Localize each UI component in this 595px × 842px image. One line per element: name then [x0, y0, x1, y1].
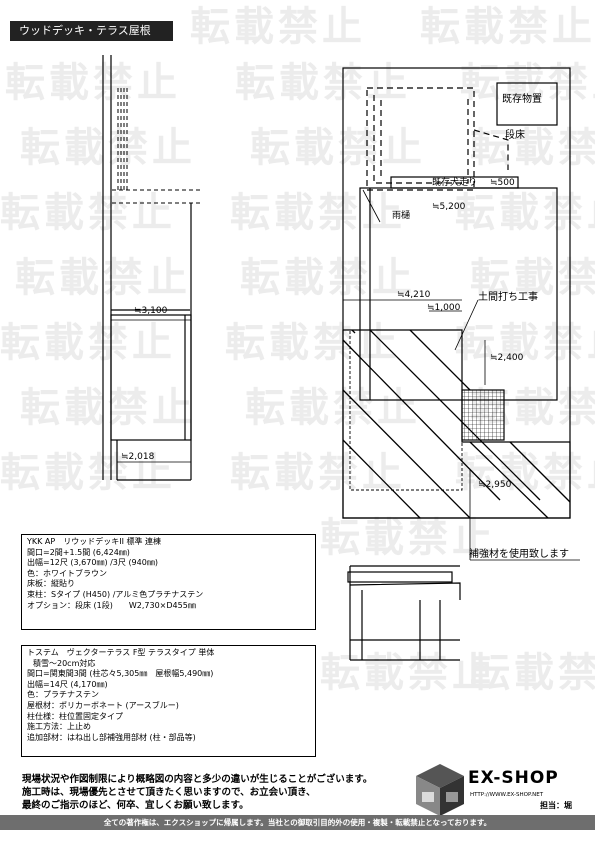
watermark: 転載禁止 — [5, 60, 181, 106]
staff-label: 担当：堀 — [540, 801, 572, 810]
copyright-footer: 全ての著作権は、エクスショップに帰属します。当社との御取引目的外の使用・複製・転… — [0, 815, 595, 830]
watermark: 転載禁止 — [470, 125, 595, 171]
notice-line: 最終のご指示のほど、何卒、宜しくお願い致します。 — [22, 800, 249, 811]
spec-line: 柱仕様：柱位置固定タイプ — [27, 711, 123, 721]
spec-line: 出幅=12尺 (3,670㎜) /3尺 (940㎜) — [27, 558, 158, 568]
notice-text: 現場状況や作図制限により概略図の内容と多少の違いが生じることがございます。 施工… — [22, 773, 372, 812]
page-title: ウッドデッキ・テラス屋根 — [10, 21, 173, 41]
notice-line: 現場状況や作図制限により概略図の内容と多少の違いが生じることがございます。 — [22, 774, 373, 785]
spec-line: 束柱：Sタイプ (H450) /アルミ色プラチナステン — [27, 589, 204, 599]
spec-line: 床板：縦貼り — [27, 579, 75, 589]
watermark: 転載禁止 — [0, 320, 176, 366]
watermark: 転載禁止 — [20, 385, 196, 431]
label-step-floor: 段床 — [505, 130, 525, 141]
watermark: 転載禁止 — [470, 650, 595, 696]
spec-line: 出幅=14尺 (4,170㎜) — [27, 679, 108, 689]
watermark: 転載禁止 — [470, 255, 595, 301]
spec-line: 施工方法：上止め — [27, 722, 91, 732]
label-reinforcement: 補強材を使用致します — [469, 549, 569, 560]
spec-box-deck: YKK AP リウッドデッキII 標準 連棟 間口=2間+1.5間 (6,424… — [21, 534, 316, 630]
watermark: 転載禁止 — [320, 650, 496, 696]
spec-box-terrace: トステム ヴェクターテラス F型 テラスタイプ 単体 積雪～20cm対応 間口=… — [21, 645, 316, 757]
spec-line: 色：プラチナステン — [27, 690, 99, 700]
brand-name: EX-SHOP — [468, 768, 559, 788]
watermark: 転載禁止 — [0, 190, 176, 236]
watermark: 転載禁止 — [225, 320, 401, 366]
spec-line: 色：ホワイトブラウン — [27, 568, 107, 578]
watermark: 転載禁止 — [0, 450, 176, 496]
label-existing-storage: 既存物置 — [502, 94, 542, 105]
watermark: 転載禁止 — [240, 255, 416, 301]
label-earth-floor: 土間打ち工事 — [478, 292, 538, 303]
watermark: 転載禁止 — [230, 450, 406, 496]
label-gutter: 雨樋 — [392, 211, 411, 221]
watermark: 転載禁止 — [455, 320, 595, 366]
spec-line: 間口=2間+1.5間 (6,424㎜) — [27, 547, 130, 557]
spec-line: トステム ヴェクターテラス F型 テラスタイプ 単体 — [27, 648, 215, 657]
watermark: 転載禁止 — [15, 255, 191, 301]
label-dim-1000: ≒1,000 — [427, 303, 461, 313]
watermark: 転載禁止 — [420, 4, 595, 50]
spec-line: 追加部材：はね出し部補強用部材 (柱・部品等) — [27, 732, 196, 742]
spec-line: 積雪～20cm対応 — [33, 658, 96, 668]
label-dim-3100: ≒3,100 — [134, 306, 168, 316]
watermark: 転載禁止 — [250, 125, 426, 171]
label-dim-2400: ≒2,400 — [490, 353, 524, 363]
watermark: 転載禁止 — [190, 4, 366, 50]
ex-shop-logo-icon — [416, 764, 464, 816]
watermark: 転載禁止 — [320, 515, 496, 561]
spec-line: YKK AP リウッドデッキII 標準 連棟 — [27, 537, 162, 546]
notice-line: 施工時は、現場優先とさせて頂きたく思いますので、お立会い頂き、 — [22, 787, 316, 798]
watermark: 転載禁止 — [20, 125, 196, 171]
brand-url: HTTP://WWW.EX-SHOP.NET — [470, 792, 544, 798]
watermark: 転載禁止 — [230, 190, 406, 236]
label-existing-dog-run: 既存犬走り — [432, 178, 478, 188]
label-dim-4210: ≒4,210 — [397, 290, 431, 300]
watermark: 転載禁止 — [455, 190, 595, 236]
label-dim-500: ≒500 — [490, 178, 515, 188]
spec-line: 屋根材：ポリカーボネート (アースブルー) — [27, 700, 179, 710]
label-dim-2950: ≒2,950 — [478, 480, 512, 490]
label-dim-2018: ≒2,018 — [121, 452, 155, 462]
spec-line: 間口=関東間3間 (柱芯々5,305㎜ 屋根幅5,490㎜) — [27, 669, 214, 679]
spec-line: オプション：段床 (1段) W2,730×D455㎜ — [27, 600, 196, 610]
label-dim-5200: ≒5,200 — [432, 202, 466, 212]
watermark: 転載禁止 — [245, 385, 421, 431]
